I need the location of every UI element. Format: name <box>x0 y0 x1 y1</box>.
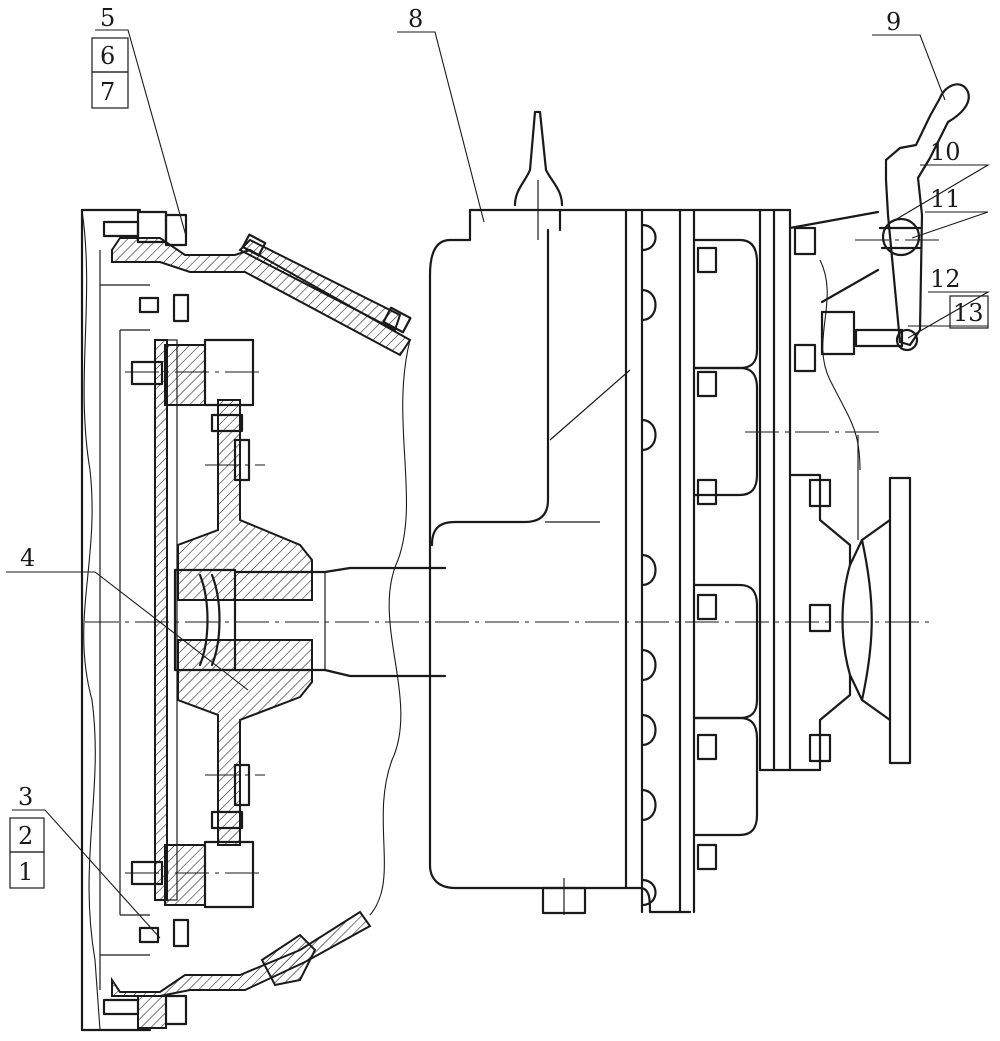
callout-1: 1 <box>18 858 33 886</box>
break-line <box>369 339 411 916</box>
callout-6: 6 <box>100 42 115 70</box>
callout-boxes <box>9 37 989 889</box>
drain-cover <box>260 933 317 987</box>
centre-lines <box>85 239 940 874</box>
clutch-disc-assembly <box>130 338 447 909</box>
inspection-cover <box>238 233 412 334</box>
shift-lever <box>788 83 970 356</box>
callout-leaders <box>6 29 991 939</box>
gearbox-housing <box>428 110 861 915</box>
callout-3: 3 <box>18 783 33 811</box>
callout-11: 11 <box>930 185 961 213</box>
callout-7: 7 <box>100 78 115 106</box>
flywheel-housing <box>80 208 412 1032</box>
callout-10: 10 <box>930 138 961 166</box>
callout-8: 8 <box>408 5 423 33</box>
callout-12: 12 <box>930 265 961 293</box>
callout-5: 5 <box>100 4 115 32</box>
callout-2: 2 <box>18 822 33 850</box>
callout-labels: 5 6 7 8 9 10 11 12 13 4 3 2 1 <box>18 4 984 886</box>
output-flange <box>788 435 912 772</box>
callout-9: 9 <box>886 8 901 36</box>
callout-4: 4 <box>20 544 35 572</box>
callout-13: 13 <box>953 299 984 327</box>
